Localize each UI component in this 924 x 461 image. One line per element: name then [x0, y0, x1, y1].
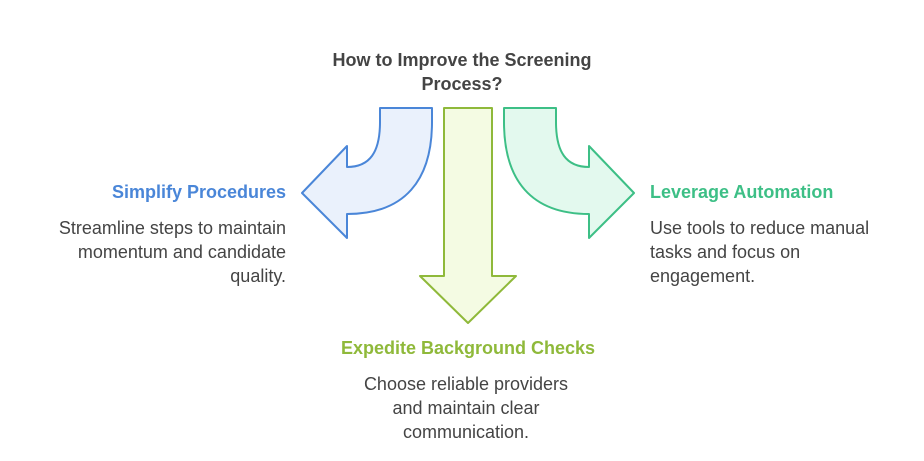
desc-line: communication.: [402, 422, 530, 442]
desc-line: engagement.: [650, 266, 756, 286]
expedite-background-checks-description: Choose reliable providers and maintain c…: [0, 372, 924, 444]
desc-line: tasks and focus on: [650, 242, 801, 262]
expedite-background-checks-heading: Expedite Background Checks: [340, 338, 596, 358]
desc-line: Streamline steps to maintain: [58, 218, 286, 238]
desc-line: Use tools to reduce manual: [650, 218, 870, 238]
down-arrow: [419, 107, 517, 324]
simplify-procedures-heading: Simplify Procedures: [111, 182, 286, 202]
diagram-title: How to Improve the Screening Process?: [0, 48, 924, 96]
title-line-2: Process?: [421, 74, 503, 94]
leverage-automation-heading: Leverage Automation: [650, 182, 834, 202]
desc-line: and maintain clear: [392, 398, 540, 418]
title-line-1: How to Improve the Screening: [332, 50, 592, 70]
leverage-automation-description: Use tools to reduce manual tasks and foc…: [650, 216, 869, 288]
desc-line: Choose reliable providers: [363, 374, 569, 394]
left-curved-arrow: [301, 107, 433, 239]
desc-line: momentum and candidate: [77, 242, 286, 262]
desc-line: quality.: [230, 266, 286, 286]
simplify-procedures-description: Streamline steps to maintain momentum an…: [59, 216, 286, 288]
right-curved-arrow: [503, 107, 635, 239]
